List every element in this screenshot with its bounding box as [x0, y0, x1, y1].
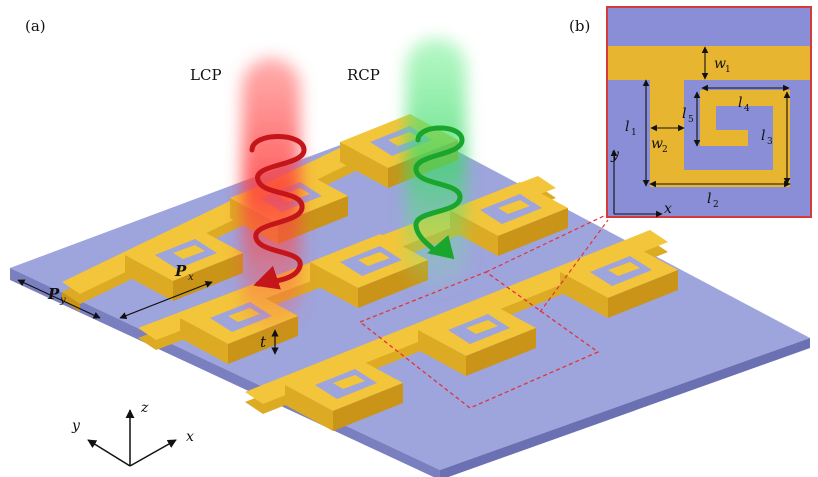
l2-subscript: 2 [713, 200, 719, 210]
rcp-label: RCP [347, 66, 380, 84]
rcp-beam [406, 38, 466, 288]
dimension-Py: P y [17, 279, 101, 319]
Px-subscript: x [188, 272, 194, 283]
l5-label: l [682, 106, 686, 122]
axis-z-label: z [140, 400, 149, 416]
spiral-unit-cells [125, 114, 678, 431]
dimension-t: t [260, 329, 279, 355]
l2-label: l [707, 191, 711, 207]
l3-label: l [761, 128, 765, 144]
Px-label: P [174, 262, 187, 280]
w1-label: w [714, 56, 726, 72]
t-label: t [260, 333, 267, 351]
dimension-Px: P x [119, 262, 213, 319]
unit-cell [285, 357, 403, 431]
l4-subscript: 4 [744, 104, 750, 114]
l5-subscript: 5 [688, 115, 694, 125]
selection-outline [358, 213, 609, 409]
Py-subscript: y [59, 295, 66, 306]
lcp-beam [242, 58, 307, 328]
l3-subscript: 3 [767, 137, 773, 147]
l1-subscript: 1 [631, 128, 637, 138]
panel-label-a: (a) [25, 17, 46, 35]
inset-axis-y-label: y [610, 147, 620, 163]
w2-label: w [651, 136, 663, 152]
l1-label: l [625, 119, 629, 135]
axis-y-label: y [71, 418, 81, 434]
w1-subscript: 1 [725, 65, 731, 75]
inset-axis-x-label: x [664, 201, 672, 217]
unit-cell-selected [418, 302, 536, 376]
unit-cell [560, 244, 678, 318]
l4-label: l [738, 95, 742, 111]
panel-label-b: (b) [569, 17, 590, 35]
Py-label: P [47, 285, 60, 303]
w2-subscript: 2 [662, 145, 668, 155]
lcp-label: LCP [190, 66, 222, 84]
axis-x-label: x [186, 429, 194, 445]
inset-unit-cell: w 1 l 1 w 2 l 5 l 4 l 3 l 2 y x [606, 6, 812, 218]
coordinate-axes: z x y [71, 400, 194, 467]
